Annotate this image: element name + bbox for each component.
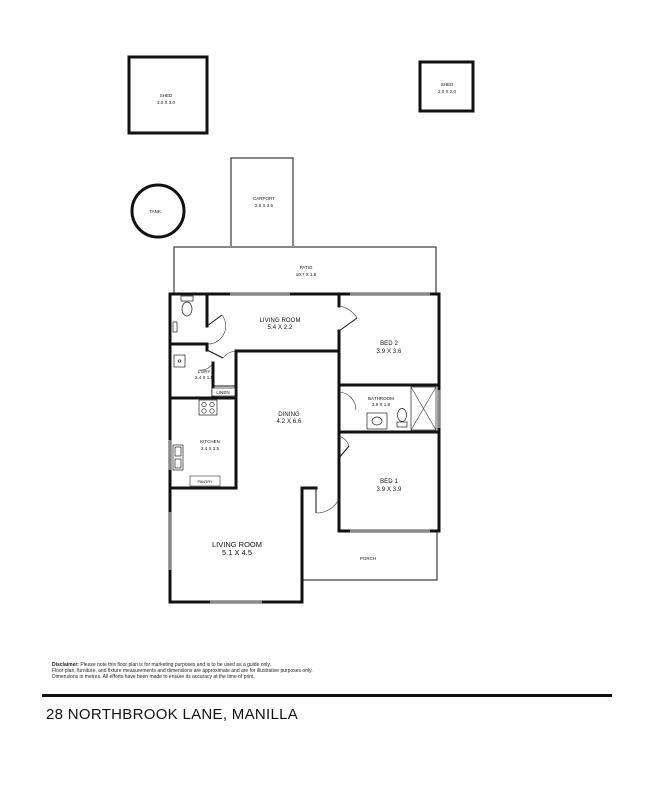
shed-large-outline: [127, 55, 209, 135]
shed-small-label: SHED: [441, 82, 454, 87]
bed2-label: BED 2: [380, 341, 398, 347]
tank-label: TANK: [149, 209, 161, 214]
ldry-label: L'DRY: [198, 369, 211, 374]
living-bottom-label: LIVING ROOM: [212, 540, 262, 549]
disclaimer-title: Disclaimer:: [52, 662, 79, 668]
patio-label: PATIO: [300, 265, 313, 270]
disclaimer: Disclaimer: Please note this floor plan …: [52, 662, 352, 681]
dining-label: DINING: [278, 412, 300, 418]
bath-toilet-icon: [396, 408, 408, 428]
tank-outline: [130, 183, 186, 239]
bathroom-dims: 3.9 X 1.8: [372, 402, 391, 407]
patio-dims: 10.7 X 1.8: [296, 272, 317, 277]
living-top-label: LIVING ROOM: [259, 318, 300, 324]
divider-rule: [42, 694, 612, 697]
shower-icon: [410, 386, 437, 431]
living-bottom-dims: 5.1 X 4.5: [222, 548, 252, 557]
stove-icon: [198, 399, 218, 416]
porch-label: PORCH: [360, 556, 376, 561]
pantry-label: PANTRY: [197, 480, 213, 484]
porch-outline: [302, 531, 438, 581]
toilet-icon: [180, 295, 194, 317]
carport-outline: [230, 157, 294, 246]
bed2-dims: 3.9 X 3.6: [377, 349, 402, 355]
disclaimer-line3: Dimensions in metres. All efforts have b…: [52, 674, 255, 681]
floor-plan: SHED 3.0 X 3.0 SHED 2.0 X 2.0 TANK CARPO…: [127, 55, 475, 604]
kitchen-label: KITCHEN: [200, 439, 220, 444]
linen-cupboard: [211, 387, 236, 397]
vanity-small-icon: [172, 321, 178, 333]
shed-small-dims: 2.0 X 2.0: [438, 89, 457, 94]
living-top-dims: 5.4 X 2.2: [268, 325, 293, 331]
interior-walls: [168, 292, 441, 490]
ldry-dims: 2.4 X 1.8: [195, 375, 214, 380]
laundry-tub-icon: [173, 354, 186, 368]
shed-large-label: SHED: [160, 93, 173, 98]
disclaimer-line1: Disclaimer: Please note this floor plan …: [52, 662, 352, 668]
disclaimer-line2: Floor plan, furniture, and fixture measu…: [52, 668, 313, 675]
pantry-outline: [189, 475, 221, 487]
linen-label: LINEN: [216, 390, 229, 395]
shed-small-outline: [418, 60, 475, 113]
windows: [168, 292, 441, 604]
bathroom-label: BATHROOM: [368, 396, 394, 401]
shed-large-dims: 3.0 X 3.0: [157, 100, 176, 105]
property-address: 28 NORTHBROOK LANE, MANILLA: [46, 706, 299, 723]
carport-dims: 2.5 X 3.5: [255, 203, 274, 208]
bed1-label: BED 1: [380, 479, 398, 485]
bath-vanity-icon: [366, 412, 388, 430]
door-swings: [198, 305, 358, 514]
carport-label: CARPORT: [253, 196, 275, 201]
kitchen-dims: 2.4 X 3.5: [201, 446, 220, 451]
dining-dims: 4.2 X 6.6: [277, 419, 302, 425]
patio-outline: [173, 246, 437, 293]
bed1-dims: 3.9 X 3.9: [377, 487, 402, 493]
kitchen-sink-icon: [172, 444, 184, 471]
disclaimer-text1: Please note this floor plan is for marke…: [80, 662, 271, 668]
